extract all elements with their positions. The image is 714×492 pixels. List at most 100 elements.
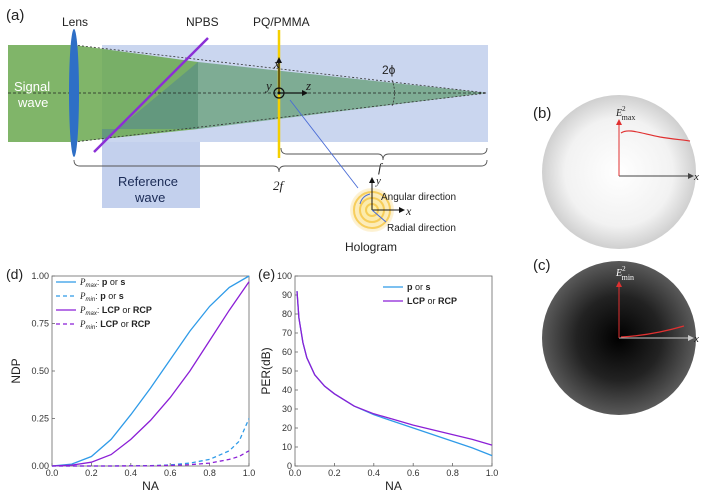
signal-beam-before-npbs bbox=[74, 45, 198, 142]
y-tick-label: 10 bbox=[282, 442, 292, 452]
b-y-arrowhead bbox=[616, 119, 622, 125]
radial-direction-label: Radial direction bbox=[387, 223, 456, 234]
y-tick-label: 40 bbox=[282, 385, 292, 395]
angle-label: 2ϕ bbox=[382, 63, 396, 77]
beam-edge-bottom bbox=[73, 92, 488, 143]
legend: p or s LCP or RCP bbox=[383, 282, 457, 306]
y-tick-label: 30 bbox=[282, 404, 292, 414]
x-tick-label: 0.6 bbox=[164, 468, 177, 478]
y-tick-label: 20 bbox=[282, 423, 292, 433]
hologram-pointer bbox=[289, 99, 359, 189]
y-tick-label: 100 bbox=[277, 271, 292, 281]
hologram-x-arrowhead bbox=[399, 207, 405, 213]
c-y-arrowhead bbox=[616, 281, 622, 287]
y-tick-label: 0 bbox=[287, 461, 292, 471]
npbs-line bbox=[93, 37, 209, 153]
x-tick-label: 0.2 bbox=[328, 468, 341, 478]
x-arrowhead bbox=[276, 57, 282, 63]
c-x-arrowhead bbox=[688, 335, 694, 341]
dim-f-label: f bbox=[378, 160, 384, 175]
x-tick-label: 0.8 bbox=[446, 468, 459, 478]
y-tick-label: 50 bbox=[282, 366, 292, 376]
angular-direction-arrow bbox=[359, 193, 371, 205]
y-tick-label: 80 bbox=[282, 309, 292, 319]
y-axis-label: NDP bbox=[9, 358, 23, 383]
y-tick-label: 0.75 bbox=[31, 319, 49, 329]
x-tick-label: 0.0 bbox=[46, 468, 59, 478]
x-axis-label: NA bbox=[142, 479, 159, 492]
overlap-region bbox=[102, 62, 198, 142]
y-tick-label: 0.50 bbox=[31, 366, 49, 376]
legend-entry: LCP or RCP bbox=[407, 296, 457, 306]
x-axis-label: NA bbox=[385, 479, 402, 492]
signal-wave-box bbox=[8, 45, 74, 142]
x-tick-label: 0.4 bbox=[368, 468, 381, 478]
y-tick-label: 1.00 bbox=[31, 271, 49, 281]
series-line-1 bbox=[296, 291, 493, 457]
hologram-label: Hologram bbox=[345, 240, 397, 254]
y-tick-label: 0.00 bbox=[31, 461, 49, 471]
series-line-2 bbox=[52, 418, 250, 467]
reference-wave-box bbox=[102, 142, 200, 208]
panel-c-label: (c) bbox=[533, 257, 551, 274]
x-tick-label: 0.2 bbox=[85, 468, 98, 478]
x-tick-label: 0.0 bbox=[289, 468, 302, 478]
c-x-label: x bbox=[693, 333, 699, 345]
panel-b-label: (b) bbox=[533, 105, 551, 122]
b-x-label: x bbox=[693, 171, 699, 183]
dim-2f-label: 2f bbox=[273, 178, 286, 193]
y-tick-label: 90 bbox=[282, 290, 292, 300]
b-x-arrowhead bbox=[688, 173, 694, 179]
series-line-3 bbox=[51, 281, 250, 467]
y-tick-label: 70 bbox=[282, 328, 292, 338]
emin-curve bbox=[620, 325, 685, 338]
legend-entry: Pmax: p or s bbox=[79, 277, 125, 289]
legend-entry: p or s bbox=[407, 282, 431, 292]
chart-e: (e) 0.0 0.2 0.4 0.6 0.8 1.0 0 10 20 30 40 50 60 70 80 90… bbox=[258, 266, 498, 492]
beam-edge-top bbox=[73, 44, 488, 94]
x-tick-label: 0.4 bbox=[125, 468, 138, 478]
signal-wave-label-2: wave bbox=[17, 95, 48, 110]
lens-shape bbox=[69, 29, 79, 157]
z-arrowhead bbox=[302, 90, 308, 96]
axis-x-label: x bbox=[273, 56, 280, 71]
x-tick-label: 0.8 bbox=[203, 468, 216, 478]
y-axis-circle bbox=[273, 87, 285, 99]
signal-beam-converging bbox=[198, 62, 487, 129]
x-tick-label: 1.0 bbox=[486, 468, 499, 478]
y-tick-label: 60 bbox=[282, 347, 292, 357]
hologram-y-label: y bbox=[375, 175, 381, 187]
hologram-y-arrowhead bbox=[369, 177, 375, 183]
chart-panel-label: (e) bbox=[258, 266, 275, 282]
brace-2f bbox=[73, 159, 488, 173]
radial-direction-arrow bbox=[371, 209, 387, 223]
legend-entry: Pmin: p or s bbox=[79, 291, 124, 303]
emax-curve bbox=[620, 130, 691, 142]
npbs-label: NPBS bbox=[186, 15, 219, 29]
lens-label: Lens bbox=[62, 15, 88, 29]
x-tick-label: 0.6 bbox=[407, 468, 420, 478]
series-line-1 bbox=[51, 275, 250, 467]
axis-y-label: y bbox=[264, 78, 272, 93]
series-line-4 bbox=[52, 450, 250, 467]
panel-a: (a) Lens NPBS PQ/PMMA x y z 2 bbox=[6, 7, 488, 254]
legend-entry: Pmax: LCP or RCP bbox=[79, 305, 152, 317]
angular-direction-label: Angular direction bbox=[381, 192, 456, 203]
series-line-2 bbox=[296, 291, 493, 446]
signal-wave-label-1: Signal bbox=[14, 79, 50, 94]
reference-wave-label-2: wave bbox=[134, 190, 165, 205]
chart-panel-label: (d) bbox=[6, 266, 23, 282]
panel-a-label: (a) bbox=[6, 7, 24, 24]
reference-wave-label-1: Reference bbox=[118, 174, 178, 189]
legend: Pmax: p or s Pmin: p or s Pmax: LCP or RCP… bbox=[56, 277, 152, 331]
y-tick-label: 0.25 bbox=[31, 414, 49, 424]
axis-z-label: z bbox=[305, 78, 311, 93]
pq-pmma-label: PQ/PMMA bbox=[253, 15, 310, 29]
brace-f bbox=[280, 147, 488, 161]
